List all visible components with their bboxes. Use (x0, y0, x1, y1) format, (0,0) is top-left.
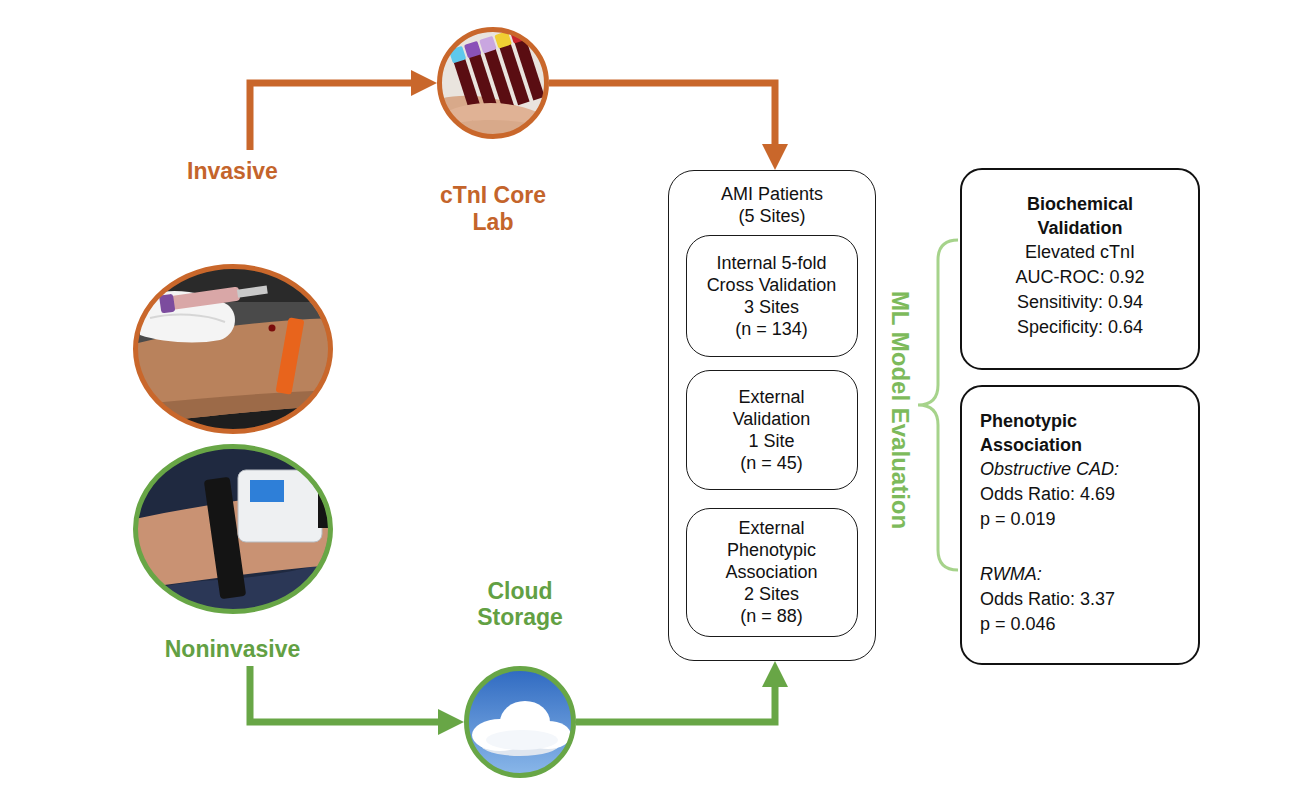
node-text: AUC-ROC: 0.92 (1015, 265, 1144, 290)
node-text: Sensitivity: 0.94 (1017, 290, 1143, 315)
node-text: Phenotypic Association (980, 409, 1098, 457)
process-box: External Phenotypic Association2 Sites(n… (686, 508, 858, 637)
node-text: External Validation (707, 386, 837, 430)
node-text: p = 0.046 (980, 612, 1056, 637)
illustration-part (276, 317, 305, 395)
process-box: External Validation1 Site(n = 45) (686, 370, 858, 490)
illustration-part (150, 315, 225, 322)
photo-frame (135, 267, 330, 432)
node-text: 2 Sites (744, 583, 799, 605)
node-text: External Phenotypic Association (707, 517, 837, 583)
photo-circle: cTnI Core Lab (437, 27, 549, 239)
group-box: AMI Patients (5 Sites) Internal 5-fold Cr… (668, 170, 876, 661)
flow-arrow (250, 666, 451, 722)
node-text: Invasive (187, 158, 278, 184)
illustration-part (464, 41, 482, 59)
illustration-part (237, 286, 268, 298)
photo-frame (467, 669, 574, 776)
flow-arrow (250, 83, 424, 150)
node-text: Specificity: 0.64 (1017, 315, 1143, 340)
shape-outline (133, 264, 333, 434)
shape-outline (437, 27, 549, 139)
illustration-part (130, 440, 336, 620)
node-text: 3 Sites (744, 296, 799, 318)
flow-arrow (576, 674, 775, 722)
photo-ellipse: Noninvasive (130, 444, 335, 666)
node-text: Internal 5-fold Cross Validation (707, 252, 837, 296)
cloud-photo (464, 666, 576, 778)
node-text: (n = 45) (740, 452, 803, 474)
wearable-photo (130, 440, 338, 620)
node-text: Odds Ratio: 3.37 (980, 587, 1115, 612)
node-text: Odds Ratio: 4.69 (980, 482, 1115, 507)
flow-arrow (549, 83, 775, 157)
shape-outline (464, 666, 576, 778)
node-text: (n = 134) (735, 318, 808, 340)
node-text: Noninvasive (165, 636, 301, 662)
node-text: Biochemical Validation (1014, 192, 1146, 240)
vertical-label: ML Model Evaluation (886, 291, 914, 529)
curly-brace (918, 240, 958, 570)
node-text: Elevated cTnI (1025, 240, 1135, 265)
illustration-part (159, 281, 268, 314)
photo-frame (135, 447, 330, 612)
blood-tubes-photo (436, 26, 550, 140)
node-text: p = 0.019 (980, 507, 1056, 532)
illustration-part (479, 36, 497, 54)
node-text: AMI Patients (5 Sites) (716, 183, 828, 227)
node-text: Cloud Storage (464, 578, 576, 631)
illustration-part (159, 294, 175, 314)
illustration-part (464, 666, 576, 778)
shape-outline (133, 444, 333, 614)
photo-ellipse: Invasive (130, 150, 335, 434)
node-text: Obstructive CAD: (980, 457, 1119, 482)
illustration-part (436, 26, 550, 140)
node-text: RWMA: (980, 562, 1042, 587)
node-text: (n = 88) (740, 605, 803, 627)
result-box: Biochemical ValidationElevated cTnIAUC-R… (960, 168, 1200, 370)
illustration-part (486, 730, 558, 750)
illustration-part (250, 480, 284, 502)
node-text: 1 Site (748, 430, 794, 452)
process-box: Internal 5-fold Cross Validation3 Sites(… (686, 235, 858, 357)
blood-draw-photo (130, 262, 340, 440)
illustration-part (269, 325, 276, 332)
photo-circle: Cloud Storage (464, 570, 576, 778)
photo-frame (440, 30, 547, 137)
node-text: cTnI Core Lab (437, 182, 549, 235)
illustration-part (169, 287, 240, 311)
result-box: Phenotypic AssociationObstructive CAD:Od… (960, 385, 1200, 665)
